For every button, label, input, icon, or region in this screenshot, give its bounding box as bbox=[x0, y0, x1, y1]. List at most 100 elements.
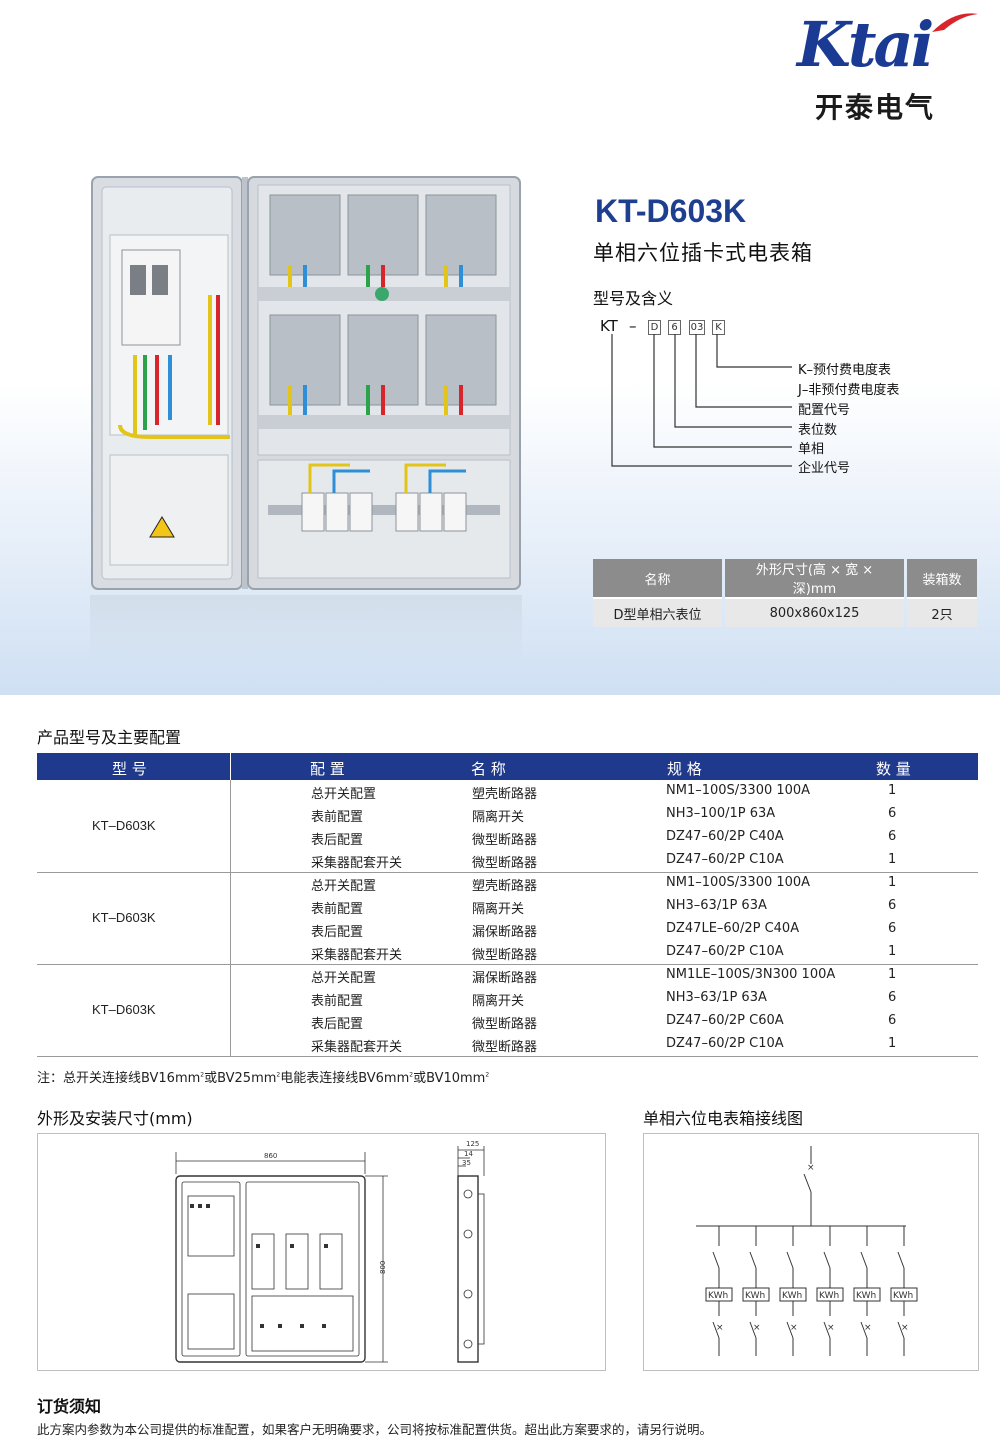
config-cell-qty: 6 bbox=[888, 829, 897, 844]
meter-label: KWh bbox=[819, 1291, 839, 1301]
config-cell-name: 隔离开关 bbox=[472, 810, 525, 825]
table-row: 表后配置 漏保断路器 DZ47LE–60/2P C40A 6 bbox=[37, 918, 978, 941]
config-title: 产品型号及主要配置 bbox=[37, 728, 182, 747]
dim-height: 800 bbox=[379, 1261, 387, 1274]
meter-label: KWh bbox=[893, 1291, 913, 1301]
config-cell-name: 微型断路器 bbox=[472, 856, 538, 871]
meter-label: KWh bbox=[856, 1291, 876, 1301]
config-cell-spec: DZ47–60/2P C10A bbox=[666, 944, 784, 959]
dim-width: 860 bbox=[264, 1152, 277, 1160]
meter-label: KWh bbox=[745, 1291, 765, 1301]
config-cell-qty: 6 bbox=[888, 921, 897, 936]
wiring-frame: × KWh×KWh×KWh×KWh×KWh×KWh× bbox=[643, 1133, 979, 1371]
config-cell-spec: DZ47–60/2P C10A bbox=[666, 1036, 784, 1051]
meaning-title: 型号及含义 bbox=[593, 289, 674, 308]
meter-label: KWh bbox=[708, 1291, 728, 1301]
config-cell-name: 漏保断路器 bbox=[472, 925, 538, 940]
meter-branch: KWh × bbox=[705, 1226, 733, 1356]
order-text: 此方案内参数为本公司提供的标准配置，如果客户无明确要求，公司将按标准配置供货。超… bbox=[37, 1422, 713, 1437]
config-cell-name: 微型断路器 bbox=[472, 833, 538, 848]
svg-text:×: × bbox=[753, 1323, 761, 1333]
code-dash: – bbox=[629, 317, 637, 335]
config-cell-spec: NH3–63/1P 63A bbox=[666, 898, 767, 913]
config-cell-name: 隔离开关 bbox=[472, 994, 525, 1009]
config-header-model: 型 号 bbox=[112, 760, 147, 778]
config-cell-spec: DZ47–60/2P C10A bbox=[666, 852, 784, 867]
config-cell-config: 采集器配套开关 bbox=[311, 856, 403, 871]
config-cell-name: 微型断路器 bbox=[472, 1017, 538, 1032]
config-cell-name: 漏保断路器 bbox=[472, 971, 538, 986]
wiring-title: 单相六位电表箱接线图 bbox=[643, 1109, 804, 1128]
config-cell-name: 微型断路器 bbox=[472, 1040, 538, 1055]
config-cell-spec: DZ47–60/2P C40A bbox=[666, 829, 784, 844]
wiring-diagram: × KWh×KWh×KWh×KWh×KWh×KWh× bbox=[696, 1146, 918, 1356]
config-header-row: 型 号 配 置 名 称 规 格 数 量 bbox=[37, 753, 978, 780]
config-cell-qty: 1 bbox=[888, 783, 897, 798]
config-cell-config: 表前配置 bbox=[311, 994, 364, 1009]
config-cell-config: 总开关配置 bbox=[311, 879, 377, 894]
legend-k: K–预付费电度表 bbox=[798, 363, 892, 378]
legend-company: 企业代号 bbox=[798, 461, 851, 476]
config-cell-name: 塑壳断路器 bbox=[472, 879, 538, 894]
table-row: 表后配置 微型断路器 DZ47–60/2P C40A 6 bbox=[37, 826, 978, 849]
svg-text:×: × bbox=[864, 1323, 872, 1333]
meter-branch: KWh × bbox=[853, 1226, 881, 1356]
meter-branch: KWh× bbox=[816, 1226, 844, 1356]
order-title: 订货须知 bbox=[37, 1397, 102, 1416]
spec-header-size: 外形尺寸(高 × 宽 × 深)mm bbox=[725, 559, 904, 597]
photo-reflection bbox=[90, 595, 522, 665]
config-header-config: 配 置 bbox=[310, 760, 345, 778]
config-cell-config: 表前配置 bbox=[311, 902, 364, 917]
legend-phase: 单相 bbox=[798, 442, 825, 457]
dim-d2: 35 bbox=[462, 1159, 471, 1167]
dimensions-frame: 860 800 125 14 35 bbox=[37, 1133, 606, 1371]
table-row: 总开关配置 塑壳断路器 NM1–100S/3300 100A 1 bbox=[37, 872, 978, 895]
code-prefix: KT bbox=[600, 317, 618, 335]
config-group-model: KT–D603K bbox=[92, 818, 156, 833]
spec-cell-name: D型单相六表位 bbox=[593, 597, 722, 627]
config-cell-name: 微型断路器 bbox=[472, 948, 538, 963]
spec-header-qty: 装箱数 bbox=[907, 559, 977, 597]
config-cell-name: 塑壳断路器 bbox=[472, 787, 538, 802]
product-photo bbox=[91, 176, 521, 590]
svg-text:×: × bbox=[716, 1323, 724, 1333]
config-cell-qty: 1 bbox=[888, 875, 897, 890]
meter-branch: KWh× bbox=[779, 1226, 807, 1356]
config-cell-config: 表后配置 bbox=[311, 925, 364, 940]
config-group-model: KT–D603K bbox=[92, 910, 156, 925]
brand-cn-name: 开泰电气 bbox=[815, 91, 936, 124]
brand-logo: Ktai bbox=[797, 8, 934, 81]
config-cell-config: 表后配置 bbox=[311, 833, 364, 848]
config-cell-config: 总开关配置 bbox=[311, 971, 377, 986]
meter-branch: KWh × bbox=[742, 1226, 770, 1356]
product-subtitle: 单相六位插卡式电表箱 bbox=[593, 241, 813, 265]
config-group-model: KT–D603K bbox=[92, 1002, 156, 1017]
config-cell-spec: NM1–100S/3300 100A bbox=[666, 875, 811, 890]
config-cell-config: 采集器配套开关 bbox=[311, 948, 403, 963]
legend-positions: 表位数 bbox=[798, 423, 838, 438]
config-cell-config: 表后配置 bbox=[311, 1017, 364, 1032]
config-header-name: 名 称 bbox=[471, 760, 506, 778]
config-cell-config: 总开关配置 bbox=[311, 787, 377, 802]
code-part-config: 03 bbox=[689, 320, 705, 335]
config-cell-qty: 6 bbox=[888, 806, 897, 821]
config-cell-spec: DZ47LE–60/2P C40A bbox=[666, 921, 800, 936]
code-part-type: K bbox=[712, 320, 725, 335]
config-header-spec: 规 格 bbox=[667, 760, 702, 778]
spec-table: 名称 外形尺寸(高 × 宽 × 深)mm 装箱数 D型单相六表位 800x860… bbox=[590, 559, 980, 627]
dim-d1: 14 bbox=[464, 1150, 473, 1158]
spec-cell-qty: 2只 bbox=[907, 597, 977, 627]
meter-branch: KWh× bbox=[890, 1226, 918, 1356]
svg-text:×: × bbox=[790, 1323, 798, 1333]
spec-cell-size: 800x860x125 bbox=[725, 597, 904, 627]
dim-depth: 125 bbox=[466, 1140, 479, 1148]
config-cell-qty: 6 bbox=[888, 898, 897, 913]
config-cell-spec: DZ47–60/2P C60A bbox=[666, 1013, 784, 1028]
